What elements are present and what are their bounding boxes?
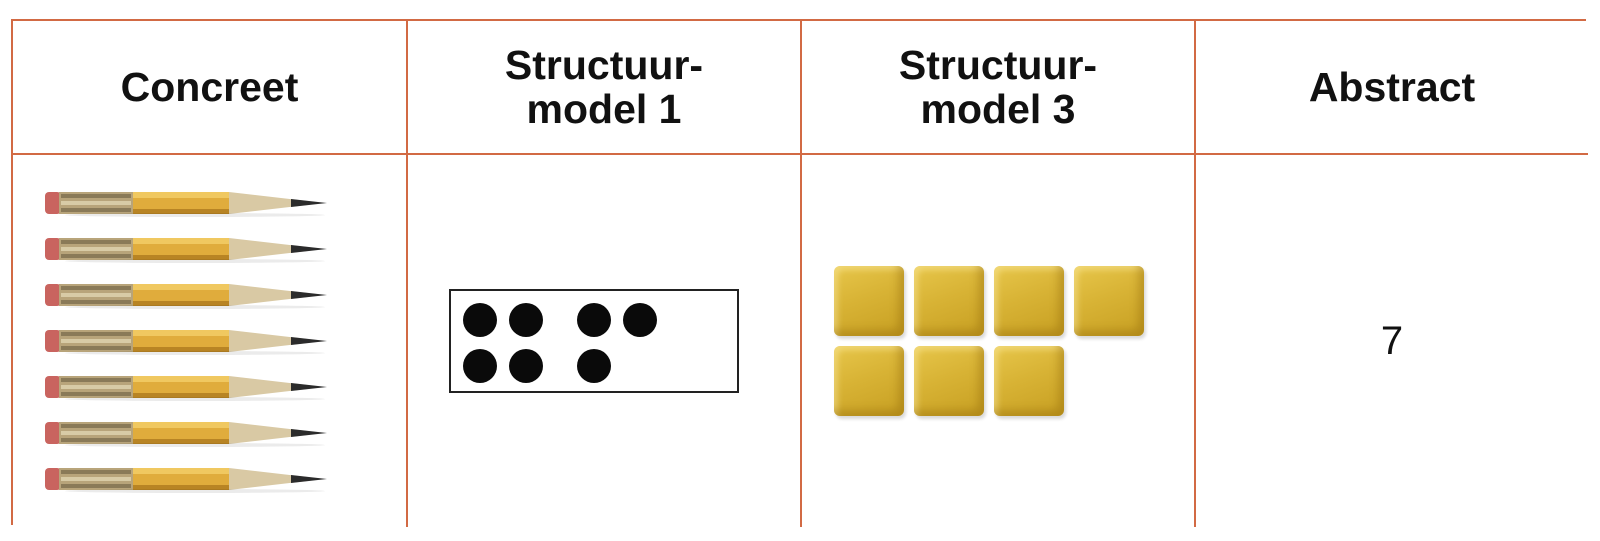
cube-icon <box>914 346 984 416</box>
abstract-cell: 7 <box>1196 155 1588 527</box>
header-structuurmodel-3: Structuur- model 3 <box>802 21 1196 155</box>
dot <box>463 303 497 337</box>
cube-icon <box>994 346 1064 416</box>
abstract-value: 7 <box>1380 318 1404 363</box>
header-structuurmodel-1-label: Structuur- model 1 <box>504 41 704 132</box>
pencil-icon <box>44 468 327 493</box>
dot <box>509 349 543 383</box>
dot <box>623 303 657 337</box>
pencil-icon <box>44 422 327 447</box>
pencil-icon <box>44 238 327 263</box>
header-concreet-label: Concreet <box>120 63 299 110</box>
dot-frame <box>449 289 739 393</box>
header-structuurmodel-3-label: Structuur- model 3 <box>898 41 1098 132</box>
pencil-icon <box>44 330 327 355</box>
cube-icon <box>914 266 984 336</box>
pencil-icon <box>44 376 327 401</box>
dot <box>509 303 543 337</box>
dot <box>577 303 611 337</box>
structuurmodel-1-cell <box>408 155 802 527</box>
pencil-stack <box>44 189 335 493</box>
cube-icon <box>1074 266 1144 336</box>
structuurmodel-3-cell <box>802 155 1196 527</box>
header-concreet: Concreet <box>13 21 408 155</box>
header-abstract-label: Abstract <box>1308 63 1476 110</box>
cube-group <box>834 266 1154 416</box>
cube-icon <box>834 346 904 416</box>
dot <box>463 349 497 383</box>
concreet-cell <box>13 155 408 527</box>
pencil-icon <box>44 284 327 309</box>
cube-icon <box>834 266 904 336</box>
cube-icon <box>994 266 1064 336</box>
header-structuurmodel-1: Structuur- model 1 <box>408 21 802 155</box>
representation-table: Concreet Structuur- model 1 Structuur- m… <box>11 19 1588 527</box>
pencil-icon <box>44 192 327 217</box>
dot <box>577 349 611 383</box>
header-abstract: Abstract <box>1196 21 1588 155</box>
